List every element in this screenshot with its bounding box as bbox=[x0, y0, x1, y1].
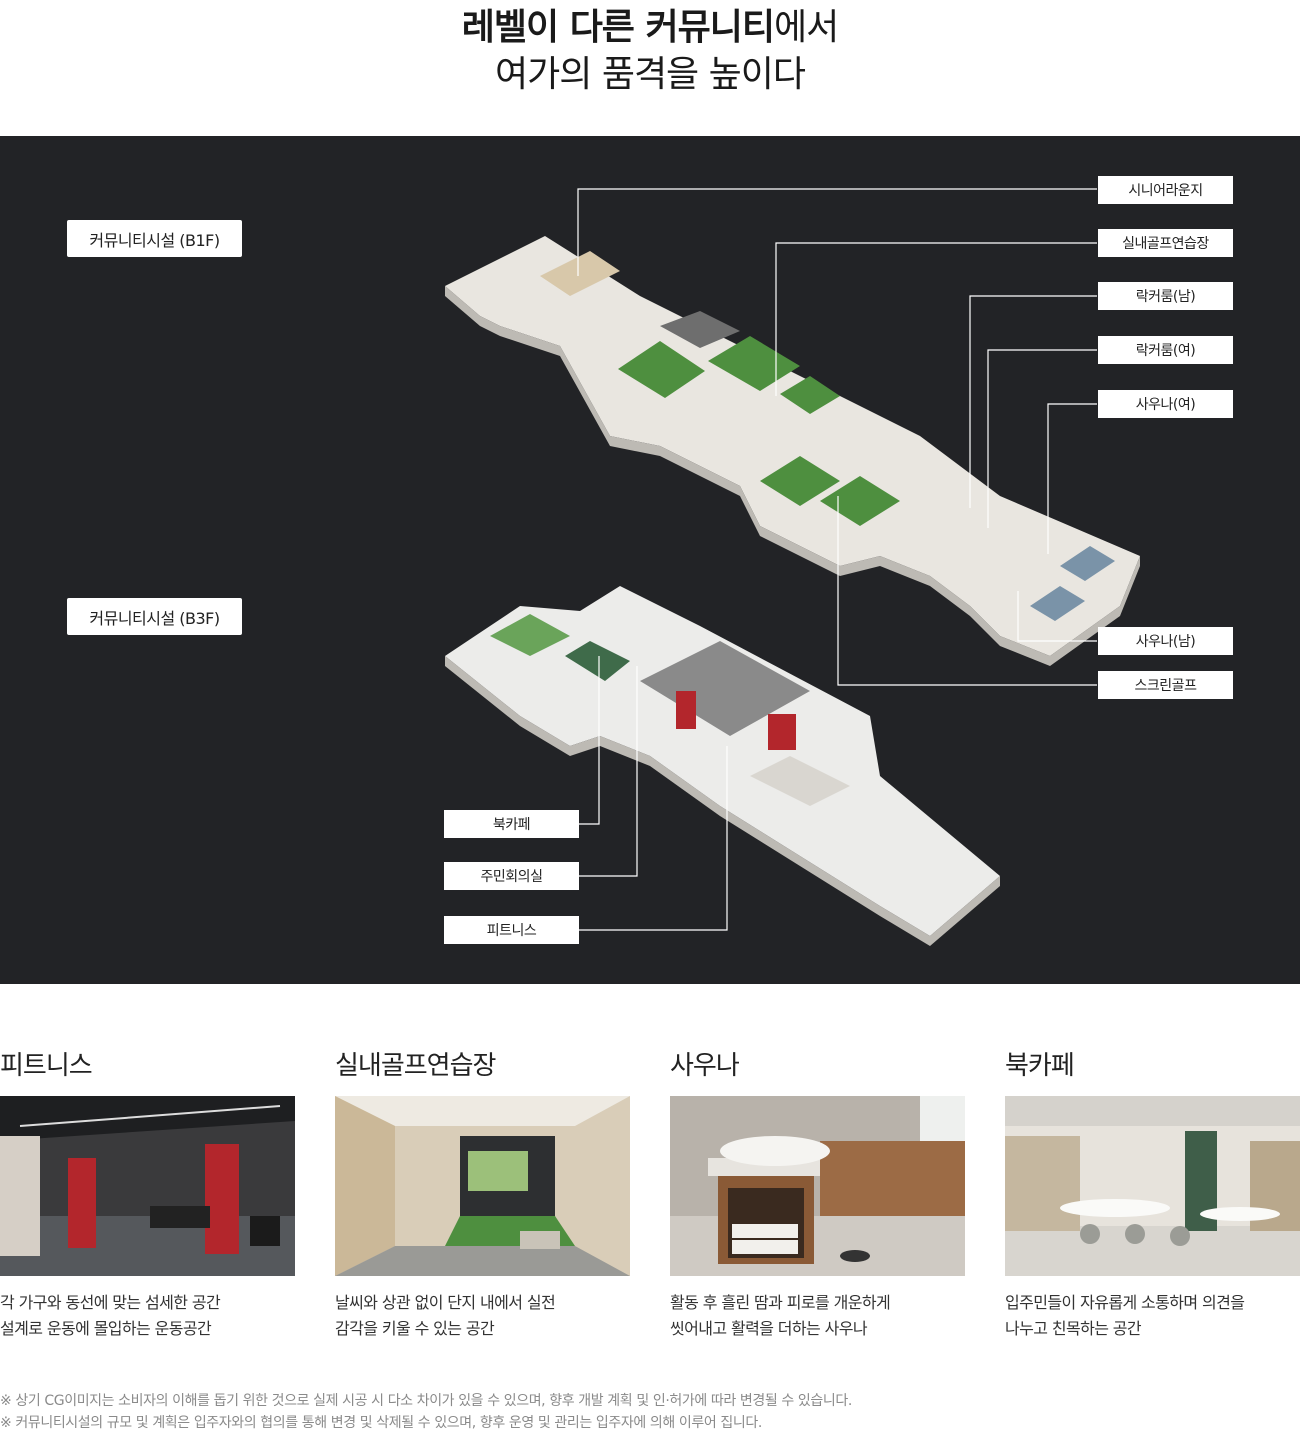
floor-tag-b3f: 커뮤니티시설 (B3F) bbox=[67, 598, 242, 635]
golf-photo bbox=[335, 1096, 630, 1276]
fitness-photo bbox=[0, 1096, 295, 1276]
feature-title: 북카페 bbox=[1005, 1051, 1075, 1081]
hero-title-line1: 레벨이 다른 커뮤니티에서 bbox=[0, 4, 1300, 51]
disclaimer-note: ※ 커뮤니티시설의 규모 및 계획은 입주자와의 협의를 통해 변경 및 삭제될… bbox=[0, 1415, 762, 1431]
b3f-plan bbox=[445, 586, 1000, 946]
b1f-plan bbox=[445, 236, 1140, 666]
callout-locker-women: 락커룸(여) bbox=[1098, 336, 1233, 364]
callout-lines bbox=[577, 188, 1097, 931]
feature-list: 피트니스 각 가구와 동선에 맞는 섬세한 공간 설계로 운동에 몰입하는 운동… bbox=[0, 1046, 1300, 1346]
callout-sauna-men: 사우나(남) bbox=[1098, 627, 1233, 655]
hero-title-bold: 레벨이 다른 커뮤니티 bbox=[461, 7, 775, 48]
feature-title: 피트니스 bbox=[0, 1051, 93, 1081]
feature-title: 실내골프연습장 bbox=[335, 1051, 496, 1081]
feature-title: 사우나 bbox=[670, 1051, 740, 1081]
feature-card-fitness: 피트니스 각 가구와 동선에 맞는 섬세한 공간 설계로 운동에 몰입하는 운동… bbox=[0, 1046, 296, 1342]
feature-description: 입주민들이 자유롭게 소통하며 의견을 나누고 친목하는 공간 bbox=[1005, 1293, 1245, 1338]
bookcafe-photo bbox=[1005, 1096, 1300, 1276]
feature-card-book-cafe: 북카페 입주민들이 자유롭게 소통하며 의견을 나누고 친목하는 공간 bbox=[1005, 1046, 1300, 1342]
feature-card-sauna: 사우나 활동 후 흘린 땀과 피로를 개운하게 씻어내고 활력을 더하는 사우나 bbox=[670, 1046, 966, 1342]
callout-book-cafe: 북카페 bbox=[444, 810, 579, 838]
callout-senior-lounge: 시니어라운지 bbox=[1098, 176, 1233, 204]
callout-sauna-women: 사우나(여) bbox=[1098, 390, 1233, 418]
disclaimer-notes: ※ 상기 CG이미지는 소비자의 이해를 돕기 위한 것으로 실제 시공 시 다… bbox=[0, 1390, 1300, 1434]
callout-indoor-golf: 실내골프연습장 bbox=[1098, 229, 1233, 257]
callout-fitness: 피트니스 bbox=[444, 916, 579, 944]
floor-plan-illustration bbox=[445, 188, 1140, 946]
feature-description: 활동 후 흘린 땀과 피로를 개운하게 씻어내고 활력을 더하는 사우나 bbox=[670, 1293, 891, 1338]
callout-residents-meeting-room: 주민회의실 bbox=[444, 862, 579, 890]
callout-screen-golf: 스크린골프 bbox=[1098, 671, 1233, 699]
floor-tag-b1f: 커뮤니티시설 (B1F) bbox=[67, 220, 242, 257]
hero-title-line2: 여가의 품격을 높이다 bbox=[495, 54, 806, 95]
feature-description: 각 가구와 동선에 맞는 섬세한 공간 설계로 운동에 몰입하는 운동공간 bbox=[0, 1293, 221, 1338]
sauna-photo bbox=[670, 1096, 965, 1276]
floor-plan-panel: 커뮤니티시설 (B1F) 커뮤니티시설 (B3F) 시니어라운지 실내골프연습장… bbox=[0, 136, 1300, 984]
callout-locker-men: 락커룸(남) bbox=[1098, 282, 1233, 310]
disclaimer-note: ※ 상기 CG이미지는 소비자의 이해를 돕기 위한 것으로 실제 시공 시 다… bbox=[0, 1393, 852, 1409]
hero-title-tail: 에서 bbox=[773, 7, 839, 48]
feature-card-indoor-golf: 실내골프연습장 날씨와 상관 없이 단지 내에서 실전 감각을 키울 수 있는 … bbox=[335, 1046, 631, 1342]
hero-title: 레벨이 다른 커뮤니티에서 여가의 품격을 높이다 bbox=[0, 4, 1300, 98]
feature-description: 날씨와 상관 없이 단지 내에서 실전 감각을 키울 수 있는 공간 bbox=[335, 1293, 556, 1338]
